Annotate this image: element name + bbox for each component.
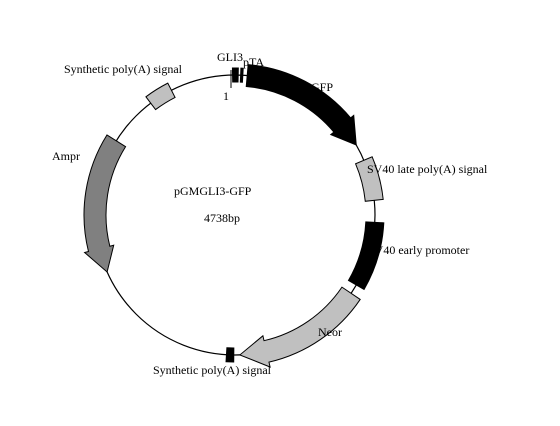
pta-feature	[239, 67, 244, 83]
sv40-early-promoter-box	[347, 221, 385, 291]
gli3-feature	[231, 67, 239, 83]
start-marker-label: 1	[223, 89, 229, 103]
sv40-late-polya-box	[354, 156, 384, 202]
polya-top-label: Synthetic poly(A) signal	[64, 62, 183, 76]
neor-arrow	[238, 286, 361, 368]
plasmid-name: pGMGLI3-GFP	[174, 184, 252, 198]
neor-label: Neor	[318, 325, 342, 339]
polya-bottom-box	[225, 347, 235, 363]
gfp-label: GFP	[311, 80, 333, 94]
pta-label: pTA	[243, 55, 264, 69]
sv40-late-label: SV40 late poly(A) signal	[367, 162, 488, 176]
gli3-label: GLI3	[217, 50, 243, 64]
ampr-label: Ampr	[52, 149, 80, 163]
ampr-arrow	[83, 134, 127, 273]
polya-top-box	[145, 82, 176, 111]
plasmid-size: 4738bp	[204, 211, 240, 225]
gfp-arrow	[245, 64, 357, 146]
polya-bottom-label: Synthetic poly(A) signal	[153, 363, 272, 377]
sv40-early-label: SV40 early promoter	[368, 243, 469, 257]
